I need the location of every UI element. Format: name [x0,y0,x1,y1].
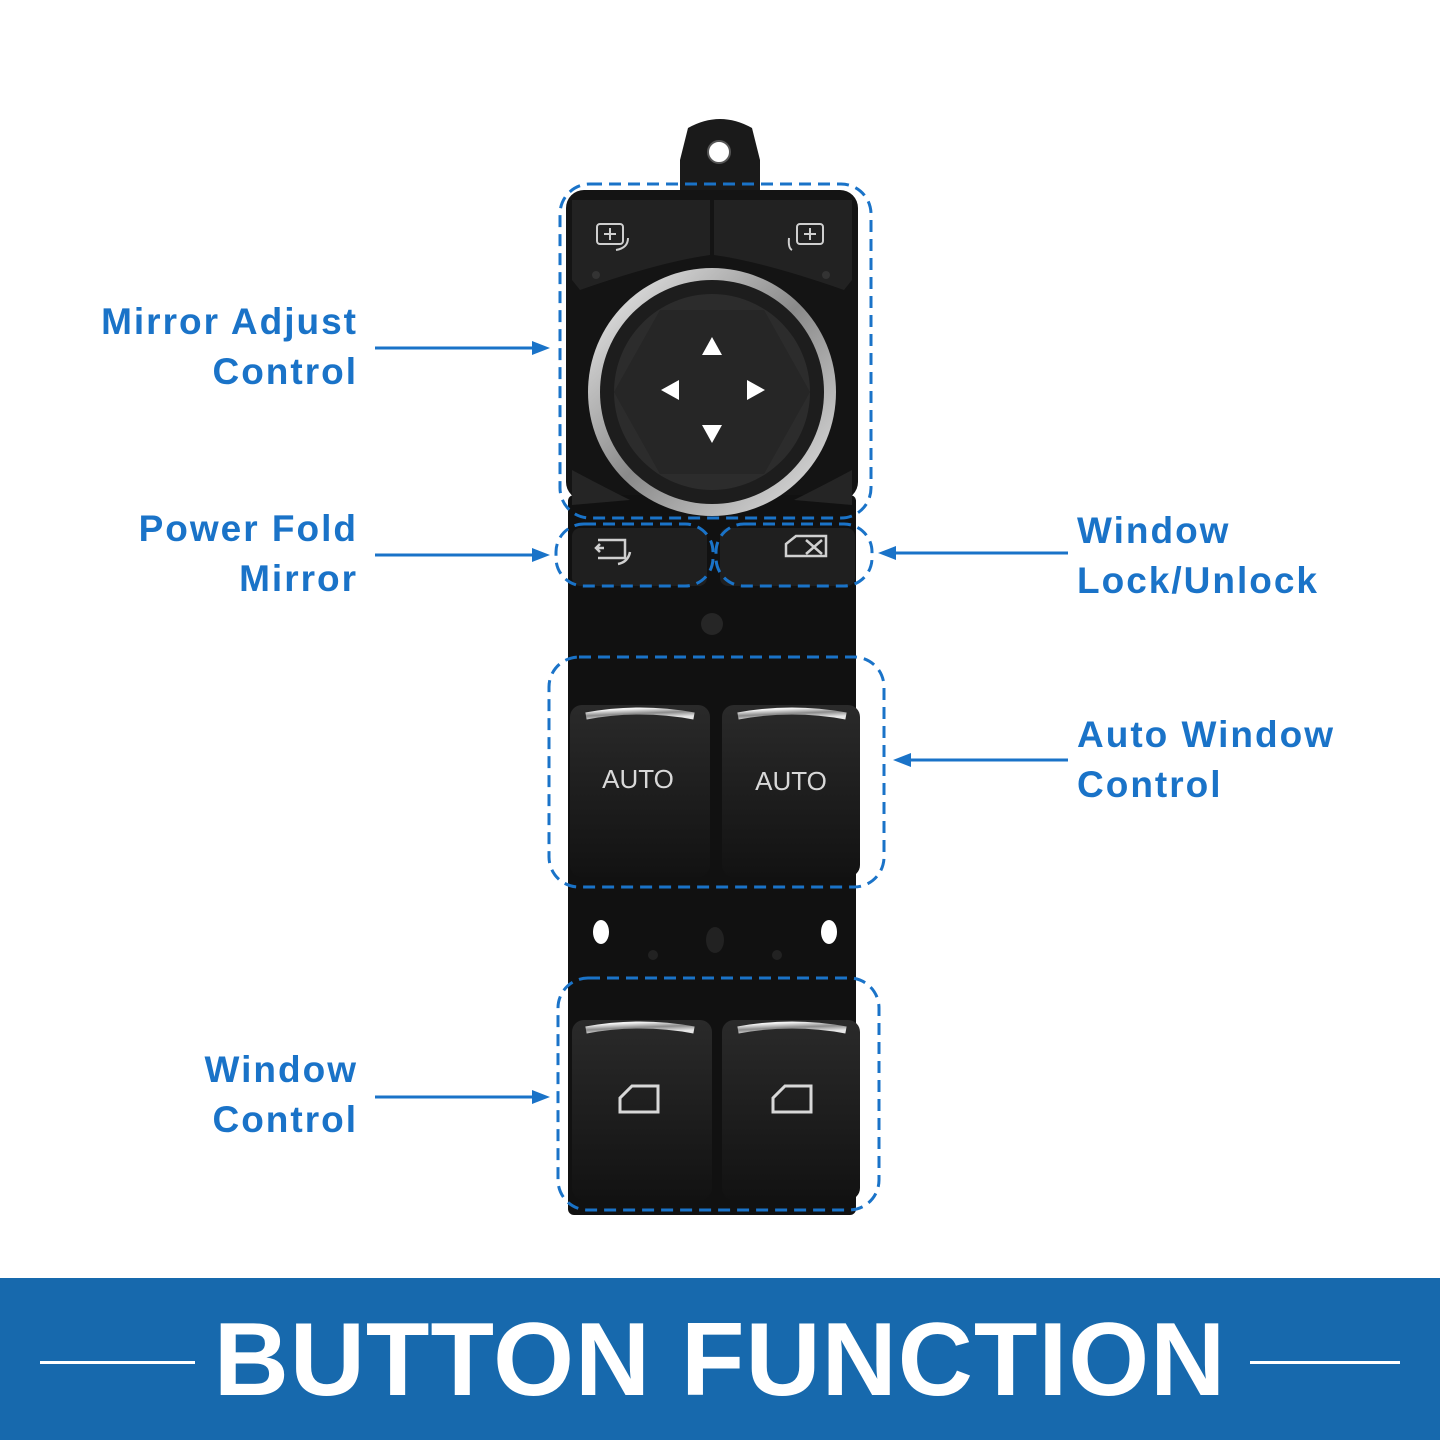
mirror-select-buttons[interactable] [572,200,852,290]
callout-line: Control [212,351,358,392]
callout-mirror-adjust: Mirror Adjust Control [101,297,358,397]
arrow-right-icon [747,380,765,400]
callout-line: Window [204,1049,358,1090]
window-control-buttons[interactable] [572,1020,860,1200]
power-fold-icon [594,538,632,566]
callout-window-lock: Window Lock/Unlock [1077,506,1319,606]
callout-line: Mirror Adjust [101,301,358,342]
callout-line: Control [212,1099,358,1140]
power-fold-outline [554,522,715,588]
callout-auto-window: Auto Window Control [1077,710,1335,810]
window-icon [618,1084,813,1114]
window-lock-outline [714,522,874,588]
window-control-outline [556,976,881,1212]
banner-title: BUTTON FUNCTION [213,1302,1227,1418]
callout-line: Window [1077,510,1231,551]
power-fold-button[interactable] [572,528,707,586]
highlight-outlines [547,182,886,1212]
banner-rule-right [1250,1361,1400,1364]
arrow-up-icon [702,337,722,355]
callout-window-control: Window Control [205,1045,358,1145]
window-lock-button[interactable] [720,528,855,586]
mirror-adjust-outline [558,182,873,520]
callout-line: Auto Window [1077,714,1335,755]
callout-line: Mirror [239,558,358,599]
callout-power-fold: Power Fold Mirror [139,504,358,604]
mirror-select-left-icon [596,223,629,251]
callout-line: Lock/Unlock [1077,560,1319,601]
leader-arrows [375,341,1068,1104]
mounting-plate [593,920,837,960]
arrow-down-icon [702,425,722,443]
window-lock-icon [784,534,828,558]
auto-label-left: AUTO [602,764,674,794]
auto-label-right: AUTO [755,766,827,796]
banner-rule-left [40,1361,195,1364]
title-banner [0,1278,1440,1440]
mirror-joystick[interactable] [588,268,836,516]
arrow-left-icon [661,380,679,400]
mirror-select-right-icon [787,223,824,251]
auto-window-outline [547,655,886,889]
auto-window-buttons[interactable] [570,705,860,877]
callout-line: Control [1077,764,1223,805]
callout-line: Power Fold [138,508,358,549]
